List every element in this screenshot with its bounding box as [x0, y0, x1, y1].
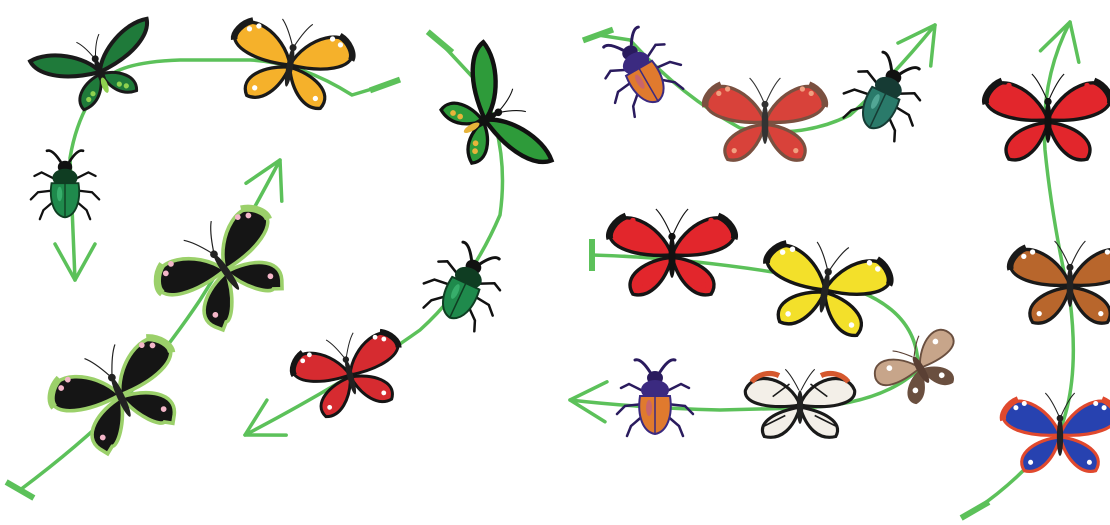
- migration-path-3: [245, 32, 553, 435]
- butterfly-icon: [609, 209, 734, 295]
- moth-icon: [868, 321, 972, 414]
- birdwing-butterfly-icon: [422, 41, 553, 195]
- path-start-bar-icon: [370, 80, 400, 91]
- scarab-beetle-icon: [617, 360, 693, 436]
- scarab-beetle-icon: [835, 44, 936, 145]
- migration-path-4: [583, 18, 936, 160]
- butterfly-icon: [287, 322, 411, 422]
- migration-path-6: [961, 22, 1110, 518]
- swallowtail-butterfly-icon: [144, 193, 306, 347]
- birdwing-butterfly-icon: [29, 17, 168, 121]
- butterfly-icon: [224, 11, 356, 113]
- migration-path-1: [29, 11, 400, 280]
- butterfly-icon: [1003, 393, 1110, 471]
- migration-path-2: [6, 160, 306, 498]
- butterfly-icon: [756, 234, 894, 340]
- migration-path-5: [570, 209, 972, 437]
- path-start-bar-icon: [961, 502, 989, 518]
- swallowtail-butterfly-icon: [41, 324, 200, 466]
- glasswing-butterfly-icon: [745, 369, 854, 437]
- butterfly-icon: [705, 78, 825, 160]
- path-start-bar-icon: [428, 32, 453, 53]
- scarab-beetle-icon: [31, 151, 99, 220]
